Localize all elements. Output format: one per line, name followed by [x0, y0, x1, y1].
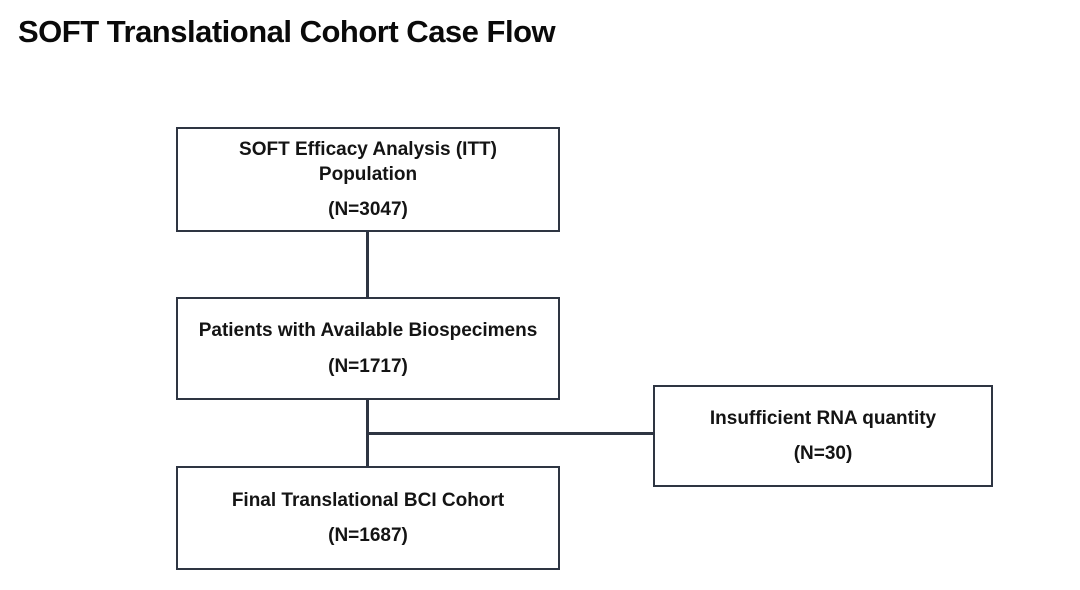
flow-box-label: Patients with Available Biospecimens [198, 320, 538, 342]
flow-box-available-biospecimens: Patients with Available Biospecimens (N=… [176, 297, 560, 400]
flow-box-count: (N=1687) [328, 525, 408, 546]
page-title: SOFT Translational Cohort Case Flow [18, 14, 556, 49]
flow-box-label: Insufficient RNA quantity [709, 407, 937, 429]
flow-box-count: (N=30) [793, 443, 853, 464]
flow-box-insufficient-rna: Insufficient RNA quantity (N=30) [653, 385, 993, 487]
connector-itt-to-biospecimens [366, 232, 369, 297]
flow-box-count: (N=3047) [328, 199, 408, 221]
connector-branch-to-rna-exclusion [366, 432, 653, 435]
flow-box-itt-population: SOFT Efficacy Analysis (ITT) Population … [176, 127, 560, 232]
flow-box-label: Final Translational BCI Cohort [231, 489, 505, 511]
flow-box-count: (N=1717) [328, 355, 408, 377]
flow-box-final-bci-cohort: Final Translational BCI Cohort (N=1687) [176, 466, 560, 570]
flow-box-label: SOFT Efficacy Analysis (ITT) Population [239, 138, 497, 185]
